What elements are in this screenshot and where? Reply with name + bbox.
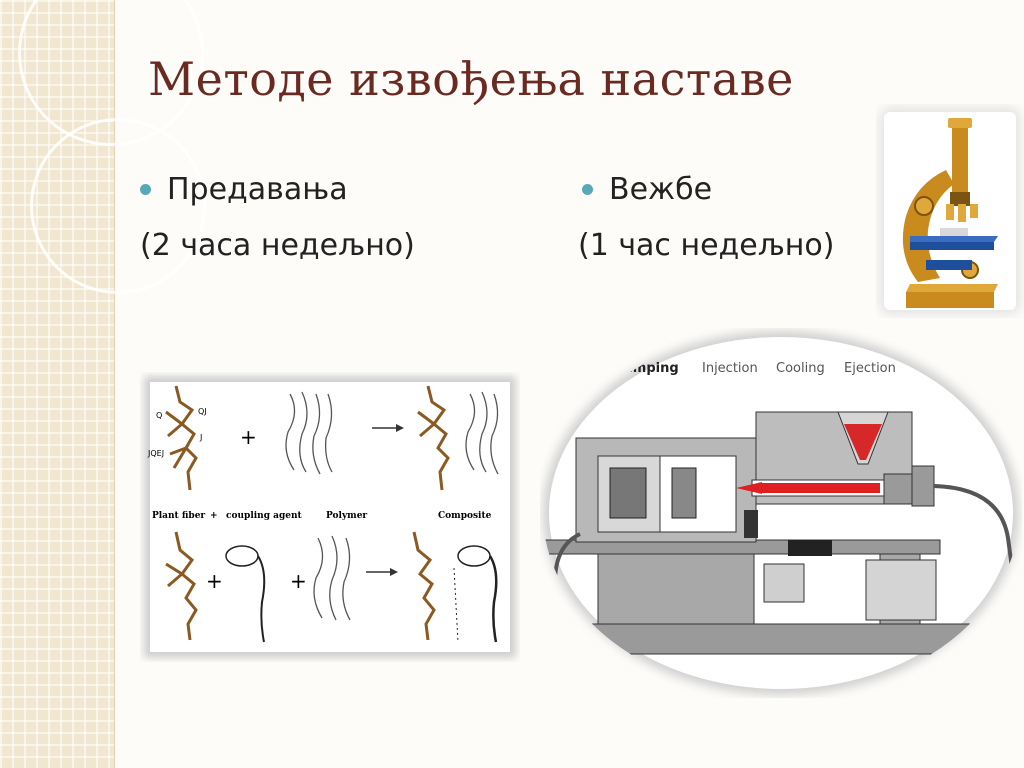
- composite-molecule: [417, 385, 450, 491]
- label-polymer: Polymer: [326, 511, 367, 521]
- oh-label: Q: [156, 411, 162, 420]
- plus-sign: +: [240, 425, 257, 449]
- oh-label: JQEJ: [147, 449, 164, 458]
- bullet-lectures: Предавања: [140, 172, 348, 207]
- exercises-hours: (1 час недељно): [578, 228, 835, 263]
- stage-cooling: Cooling: [776, 361, 825, 376]
- plant-fiber-molecule: [165, 385, 198, 491]
- bullet-dot: [140, 184, 151, 195]
- plant-fiber-molecule: [165, 531, 198, 641]
- plus-sign: +: [206, 569, 223, 593]
- polymer-strands: [285, 391, 333, 475]
- plus-sign: +: [290, 569, 307, 593]
- stage-clamping: Clamping: [610, 361, 679, 376]
- bullet-label: Предавања: [167, 172, 348, 207]
- decorative-ring: [30, 118, 206, 294]
- molten-plastic: [736, 482, 762, 494]
- oh-label: QJ: [198, 407, 207, 416]
- bullet-exercises: Вежбе: [582, 172, 712, 207]
- label-plant-fiber: Plant fiber: [152, 511, 205, 521]
- bullet-label: Вежбе: [609, 172, 713, 207]
- lectures-hours: (2 часа недељно): [140, 228, 415, 263]
- label-composite: Composite: [438, 511, 492, 521]
- slide-title: Методе извођења наставе: [148, 52, 794, 106]
- injection-molding-diagram: Clamping Injection Cooling Ejection: [543, 331, 1019, 695]
- composite-diagram: Q QJ J JQEJ + Plant fiber + coupling age…: [144, 376, 516, 658]
- bullet-dot: [582, 184, 593, 195]
- stage-ejection: Ejection: [844, 361, 896, 376]
- label-coupling-agent: coupling agent: [226, 511, 303, 521]
- oh-label: J: [199, 433, 202, 442]
- label-plus: +: [210, 511, 218, 521]
- microscope-icon: [880, 108, 1020, 314]
- stage-injection: Injection: [702, 361, 758, 376]
